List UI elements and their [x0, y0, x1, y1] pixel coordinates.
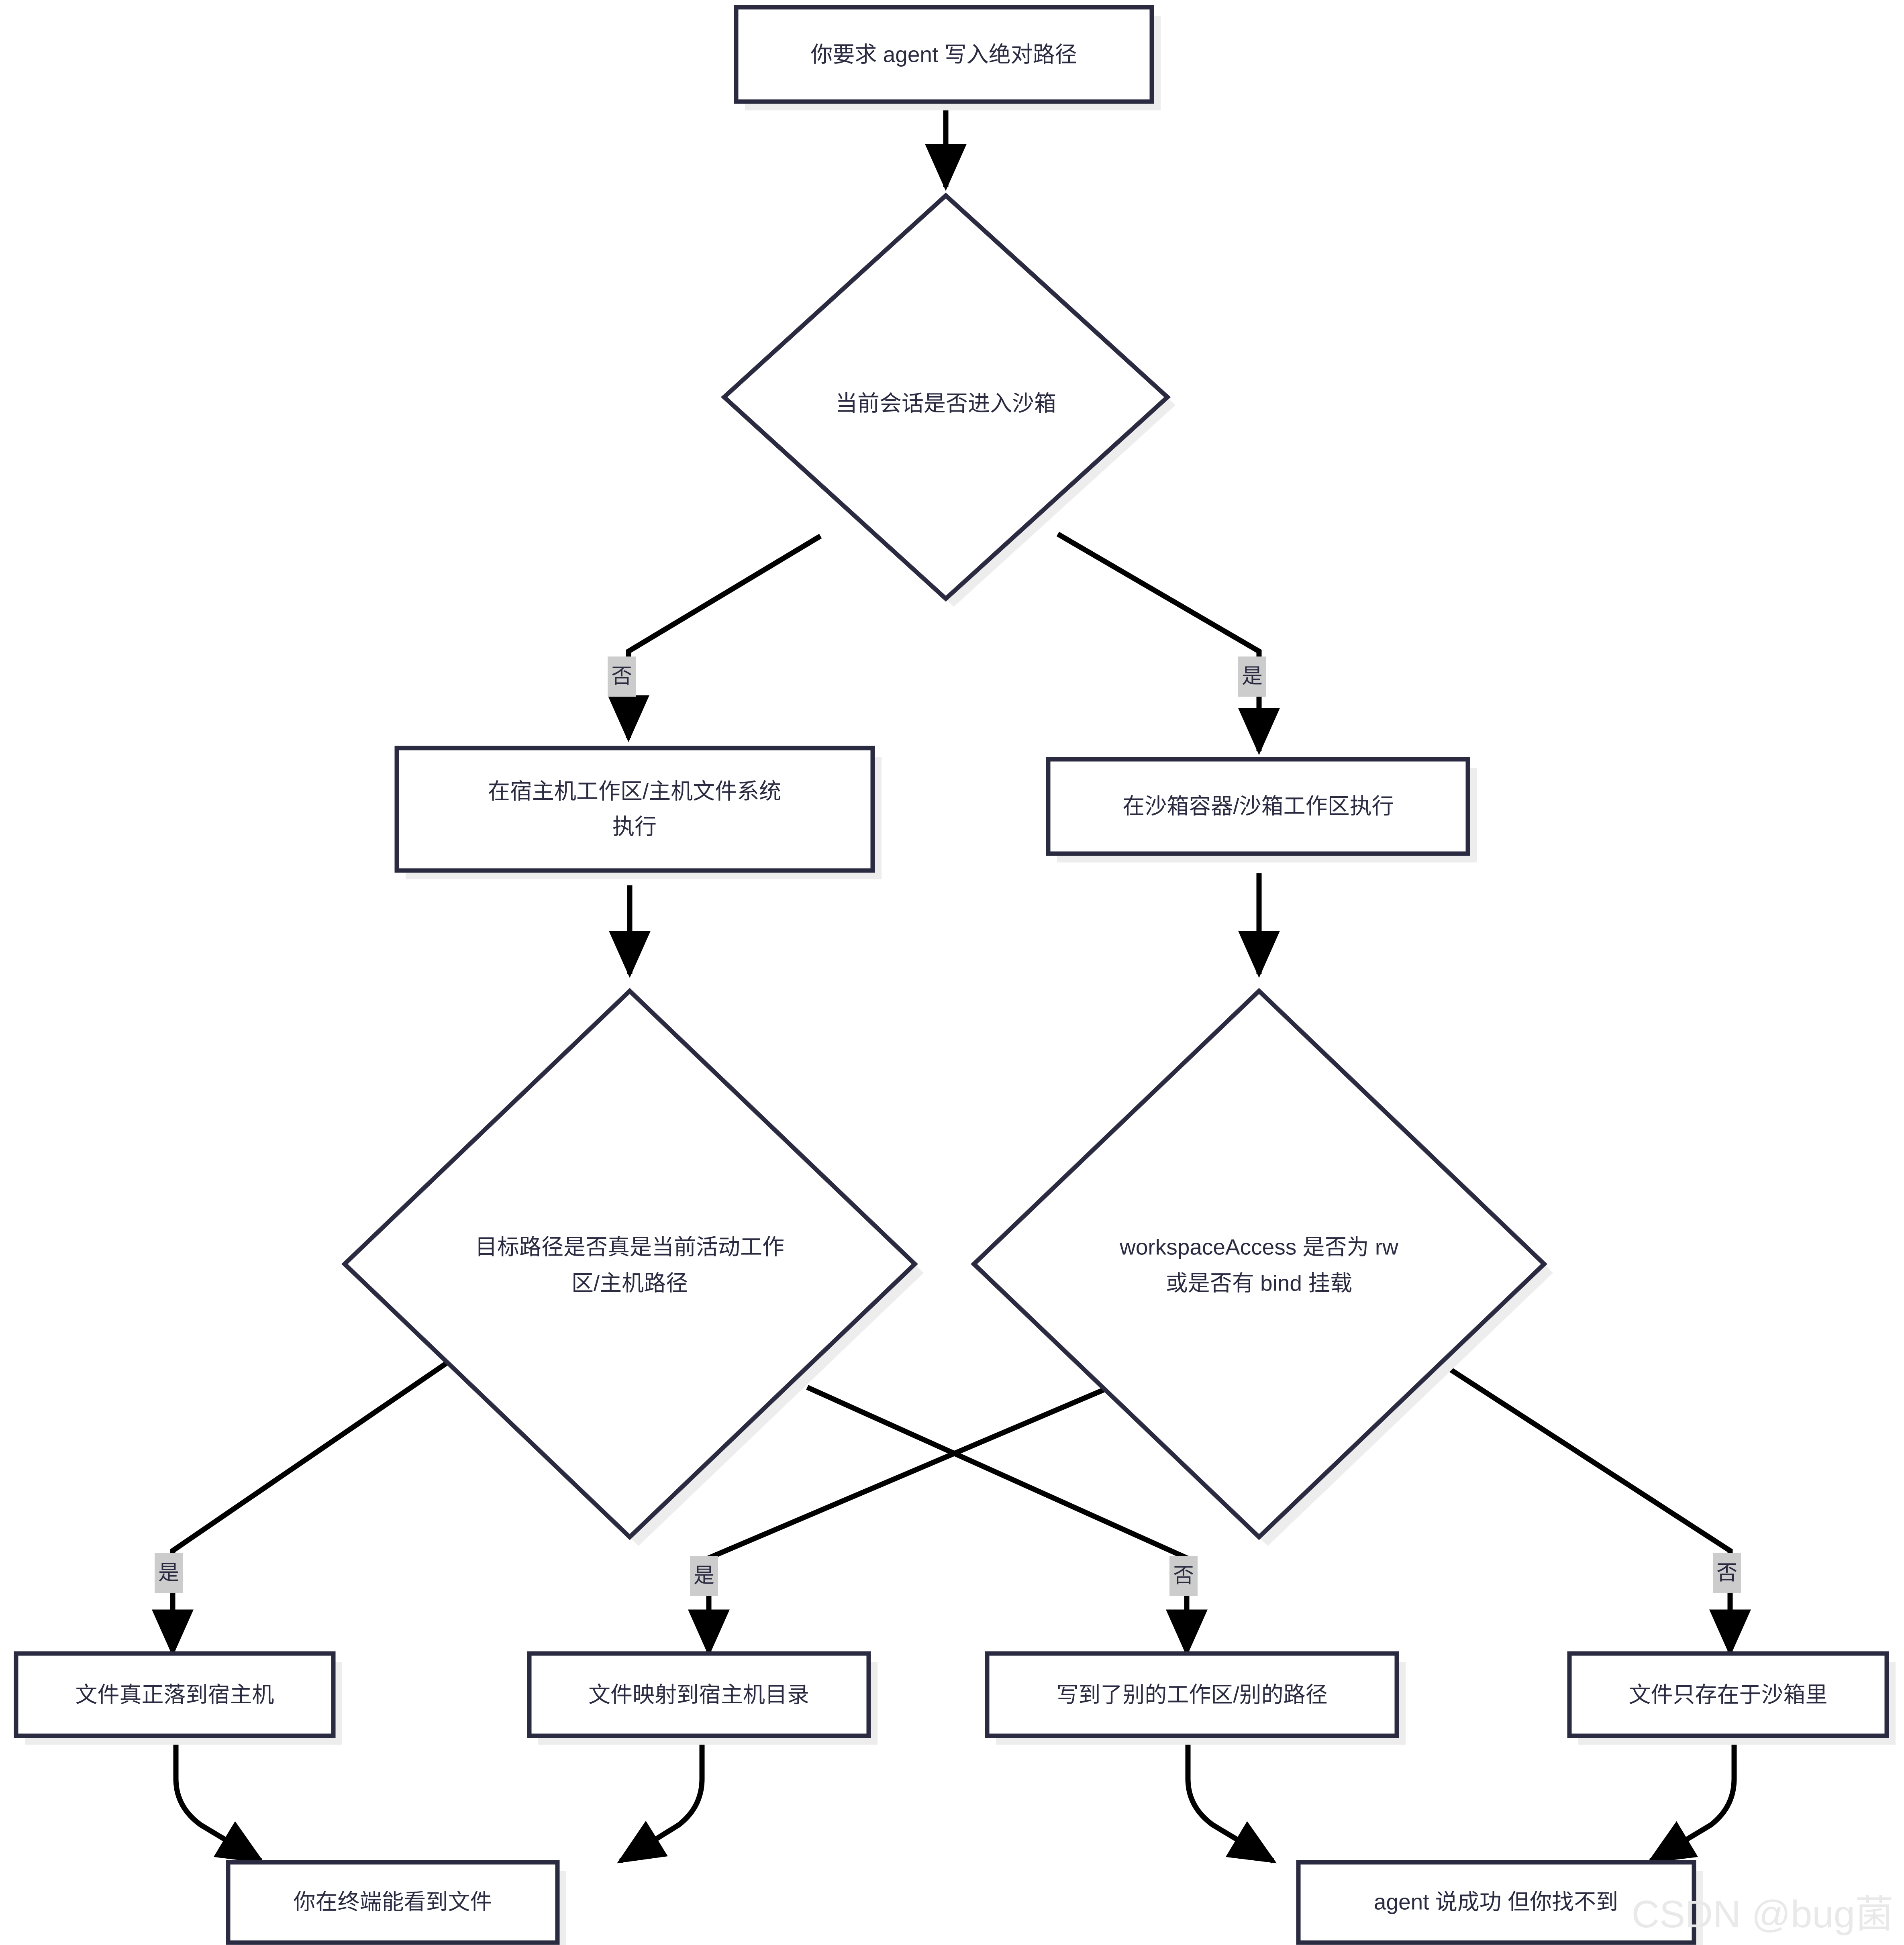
node-result-file-on-host[interactable]: 文件真正落到宿主机 — [14, 1651, 342, 1745]
edge-label-yes-text-1: 是 — [1242, 665, 1263, 688]
node-result4-box — [1567, 1651, 1889, 1738]
edge-label-layer: 否 是 是 是 否 — [155, 656, 1741, 1596]
edge-label-decision2-no: 否 — [1169, 1556, 1198, 1596]
node-decision3-label-line2: 或是否有 bind 挂载 — [1166, 1271, 1353, 1296]
node-decision-target-path[interactable]: 目标路径是否真是当前活动工作 区/主机路径 — [341, 988, 924, 1546]
edge-result4-to-fail — [1647, 1739, 1737, 1863]
edge-decision1-to-sandbox — [1056, 532, 1280, 755]
edge-decision2-to-result3 — [806, 1385, 1208, 1657]
node-ok-label: 你在终端能看到文件 — [293, 1890, 492, 1914]
edge-label-decision1-no: 否 — [608, 656, 636, 697]
node-host-label-line1: 在宿主机工作区/主机文件系统 — [488, 779, 781, 804]
node-result-file-mapped[interactable]: 文件映射到宿主机目录 — [527, 1651, 878, 1745]
edge-decision1-to-host — [608, 534, 822, 742]
csdn-watermark: CSDN @bug菌 — [1632, 1893, 1894, 1936]
edge-label-no-text-2: 否 — [1173, 1564, 1194, 1588]
edge-layer — [152, 108, 1751, 1863]
edge-label-yes-text-2: 是 — [158, 1562, 179, 1585]
node-sandbox-label: 在沙箱容器/沙箱工作区执行 — [1122, 794, 1394, 819]
node-result2-box — [527, 1651, 871, 1738]
node-decision2-diamond — [341, 988, 918, 1540]
node-result2-label: 文件映射到宿主机目录 — [588, 1682, 809, 1707]
node-host-box — [394, 746, 875, 873]
node-result4-label: 文件只存在于沙箱里 — [1629, 1682, 1827, 1707]
edge-result3-to-fail — [1185, 1739, 1277, 1863]
edge-label-decision2-yes: 是 — [155, 1553, 183, 1593]
node-decision2-label-line2: 区/主机路径 — [571, 1271, 688, 1296]
edge-label-yes-text-3: 是 — [694, 1564, 714, 1588]
edge-label-no-text-1: 否 — [611, 665, 632, 688]
edge-label-decision1-yes: 是 — [1238, 656, 1266, 697]
node-start-box — [734, 5, 1154, 104]
edge-label-decision3-yes: 是 — [690, 1556, 718, 1596]
edge-label-yes-bg-3 — [690, 1556, 718, 1596]
edge-label-yes-bg-2 — [155, 1553, 183, 1593]
edge-label-no-bg-2 — [1169, 1556, 1198, 1596]
edge-decision3-to-result4 — [1408, 1341, 1751, 1657]
edge-decision3-to-result2 — [688, 1383, 1116, 1657]
node-host-exec[interactable]: 在宿主机工作区/主机文件系统 执行 — [394, 746, 882, 879]
node-result1-label: 文件真正落到宿主机 — [75, 1682, 274, 1707]
node-host-label-line2: 执行 — [612, 814, 657, 839]
node-decision2-label-line1: 目标路径是否真是当前活动工作 — [475, 1235, 784, 1260]
node-fail-label: agent 说成功 但你找不到 — [1374, 1890, 1618, 1914]
edge-decision2-to-result1 — [152, 1339, 480, 1657]
node-result1-box — [14, 1651, 336, 1738]
node-result3-box — [985, 1651, 1399, 1738]
node-start[interactable]: 你要求 agent 写入绝对路径 — [734, 5, 1161, 110]
node-result3-label: 写到了别的工作区/别的路径 — [1056, 1682, 1327, 1707]
node-decision-workspace-access[interactable]: workspaceAccess 是否为 rw 或是否有 bind 挂载 — [971, 988, 1553, 1546]
edge-result2-to-ok — [617, 1739, 705, 1863]
node-visible-in-terminal[interactable]: 你在终端能看到文件 — [226, 1860, 566, 1945]
node-decision-session-sandbox[interactable]: 当前会话是否进入沙箱 — [720, 192, 1175, 607]
node-sandbox-exec[interactable]: 在沙箱容器/沙箱工作区执行 — [1046, 757, 1477, 862]
node-ok-box — [226, 1860, 560, 1945]
node-decision3-diamond — [971, 988, 1547, 1540]
edge-label-no-text-3: 否 — [1716, 1562, 1737, 1585]
node-agent-says-success[interactable]: agent 说成功 但你找不到 — [1296, 1860, 1703, 1945]
node-result-only-in-sandbox[interactable]: 文件只存在于沙箱里 — [1567, 1651, 1896, 1745]
node-decision1-label: 当前会话是否进入沙箱 — [835, 391, 1056, 416]
node-decision1-diamond — [720, 192, 1171, 602]
edge-label-yes-bg-1 — [1238, 656, 1266, 697]
node-start-label: 你要求 agent 写入绝对路径 — [810, 42, 1077, 67]
node-fail-box — [1296, 1860, 1696, 1945]
node-sandbox-box — [1046, 757, 1470, 856]
edge-label-no-bg-3 — [1713, 1553, 1741, 1593]
edge-label-no-bg-1 — [608, 656, 636, 697]
edge-label-decision3-no: 否 — [1713, 1553, 1741, 1593]
node-result-other-workspace[interactable]: 写到了别的工作区/别的路径 — [985, 1651, 1406, 1745]
node-decision3-label-line1: workspaceAccess 是否为 rw — [1119, 1235, 1398, 1260]
edge-result1-to-ok — [173, 1739, 265, 1863]
